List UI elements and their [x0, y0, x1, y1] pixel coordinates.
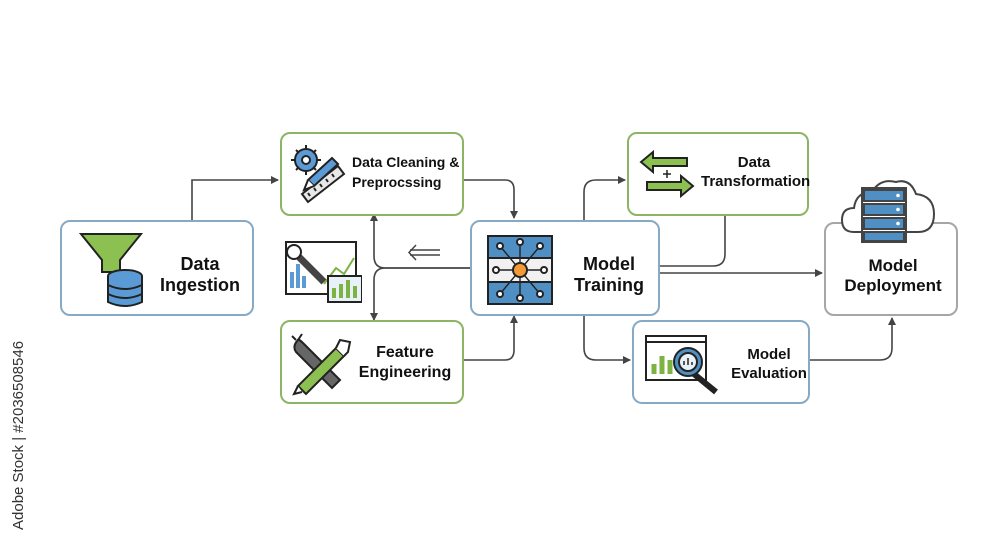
- node-title-line2: Transformation: [701, 173, 811, 191]
- node-title-line1: Feature: [376, 344, 434, 361]
- node-title-line1: Model: [868, 256, 918, 275]
- watermark-id: Adobe Stock | #2036508546: [10, 340, 27, 530]
- swap-arrows-icon: [639, 149, 695, 199]
- double-left-arrow-icon: [407, 244, 440, 261]
- node-title-line2: Ingestion: [160, 274, 240, 295]
- node-model-training[interactable]: Model Training: [470, 220, 660, 316]
- funnel-database-icon: [78, 233, 144, 307]
- node-data-cleaning[interactable]: Data Cleaning & Preprocssing: [280, 132, 464, 216]
- wrench-pencil-icon: [291, 333, 352, 396]
- edge-transformation-return: [659, 216, 726, 267]
- edge-cleaning-training: [462, 179, 518, 219]
- node-title-line1: Model: [583, 254, 635, 274]
- node-title-line2: Training: [573, 274, 644, 295]
- edge-evaluation-deployment: [809, 317, 896, 361]
- cloud-server-icon: [840, 180, 936, 243]
- node-data-transformation[interactable]: Data Transformation: [627, 132, 811, 216]
- wrench-chart-icon: [285, 241, 362, 303]
- node-title-line1: Data: [180, 254, 220, 274]
- edge-training-evaluation: [583, 316, 631, 364]
- node-data-ingestion[interactable]: Data Ingestion: [60, 220, 254, 316]
- chart-magnifier-icon: [645, 335, 718, 395]
- edge-training-transformation: [583, 176, 626, 220]
- node-model-evaluation[interactable]: Model Evaluation: [632, 320, 810, 404]
- node-title-line1: Data: [737, 154, 771, 171]
- edge-feature-training: [462, 315, 518, 361]
- node-title-line2: Deployment: [844, 275, 942, 295]
- neural-network-icon: [487, 235, 553, 305]
- node-feature-engineering[interactable]: Feature Engineering: [280, 320, 464, 404]
- node-title-line2: Preprocssing: [352, 174, 442, 191]
- node-title-line2: Engineering: [358, 364, 452, 382]
- edge-training-cleaning: [370, 213, 470, 269]
- gear-ruler-pencil-icon: [291, 145, 346, 204]
- node-title-line1: Data Cleaning &: [352, 154, 460, 170]
- edge-training-feature: [370, 267, 470, 321]
- node-title-line2: Evaluation: [731, 365, 807, 383]
- node-title-line1: Model: [747, 346, 791, 363]
- edge-ingestion-cleaning: [188, 176, 279, 227]
